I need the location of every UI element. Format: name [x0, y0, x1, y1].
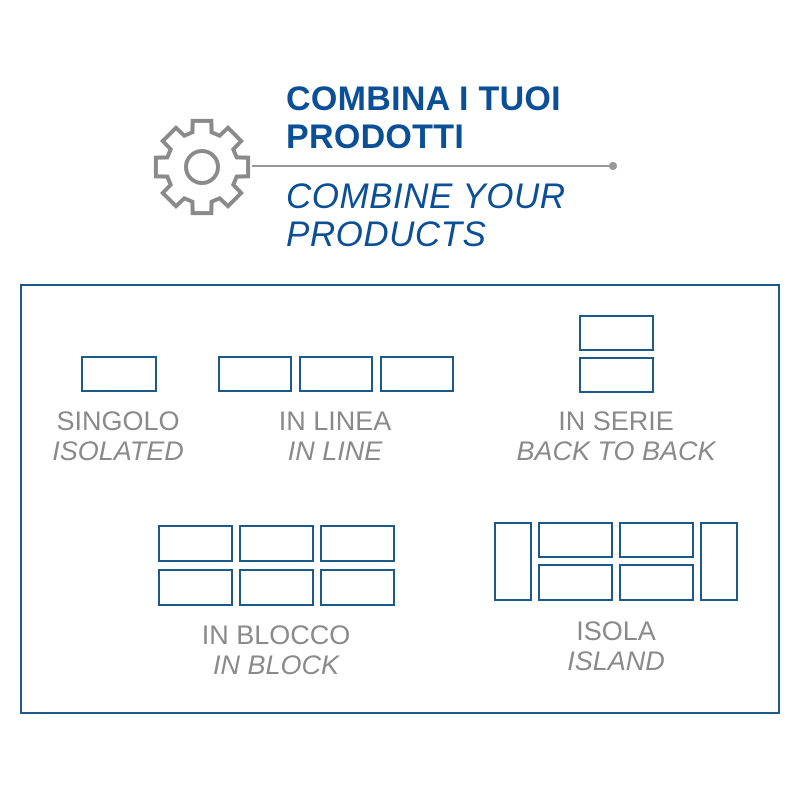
label-it: IN SERIE [558, 406, 674, 436]
label-isola: ISOLA ISLAND [466, 616, 766, 676]
in-blocco-module [158, 569, 233, 606]
in-linea-module [299, 356, 373, 392]
isola-module [619, 564, 694, 601]
isola-module [538, 522, 613, 558]
in-blocco-module [158, 525, 233, 562]
label-it: SINGOLO [56, 406, 180, 436]
isola-end-module [700, 522, 738, 601]
in-linea-module [218, 356, 292, 392]
title-italian-line2: PRODOTTI [286, 118, 465, 156]
isola-module [538, 564, 613, 601]
in-linea-module [380, 356, 454, 392]
label-it: IN BLOCCO [201, 620, 351, 650]
in-blocco-module [239, 569, 314, 606]
label-en: BACK TO BACK [516, 436, 716, 466]
label-en: ISLAND [567, 646, 665, 676]
label-in-blocco: IN BLOCCO IN BLOCK [126, 620, 426, 680]
title-divider-line [252, 165, 612, 167]
label-in-linea: IN LINEA IN LINE [185, 406, 485, 466]
label-en: ISOLATED [52, 436, 184, 466]
in-blocco-module [320, 525, 395, 562]
isola-end-module [494, 522, 532, 601]
title-english-line1: COMBINE YOUR [286, 177, 566, 216]
label-singolo: SINGOLO ISOLATED [0, 406, 268, 466]
label-it: IN LINEA [278, 406, 392, 436]
in-serie-module [579, 315, 654, 351]
in-blocco-module [239, 525, 314, 562]
label-en: IN BLOCK [212, 650, 340, 680]
label-in-serie: IN SERIE BACK TO BACK [466, 406, 766, 466]
label-it: ISOLA [576, 616, 656, 646]
configurations-frame [20, 284, 780, 714]
gear-icon [153, 118, 251, 216]
title-italian-line1: COMBINA I TUOI [286, 80, 561, 118]
isola-module [619, 522, 694, 558]
in-serie-module [579, 357, 654, 393]
in-blocco-module [320, 569, 395, 606]
singolo-module [81, 356, 157, 392]
title-divider-dot [609, 162, 617, 170]
label-en: IN LINE [287, 436, 383, 466]
title-english-line2: PRODUCTS [286, 215, 487, 254]
